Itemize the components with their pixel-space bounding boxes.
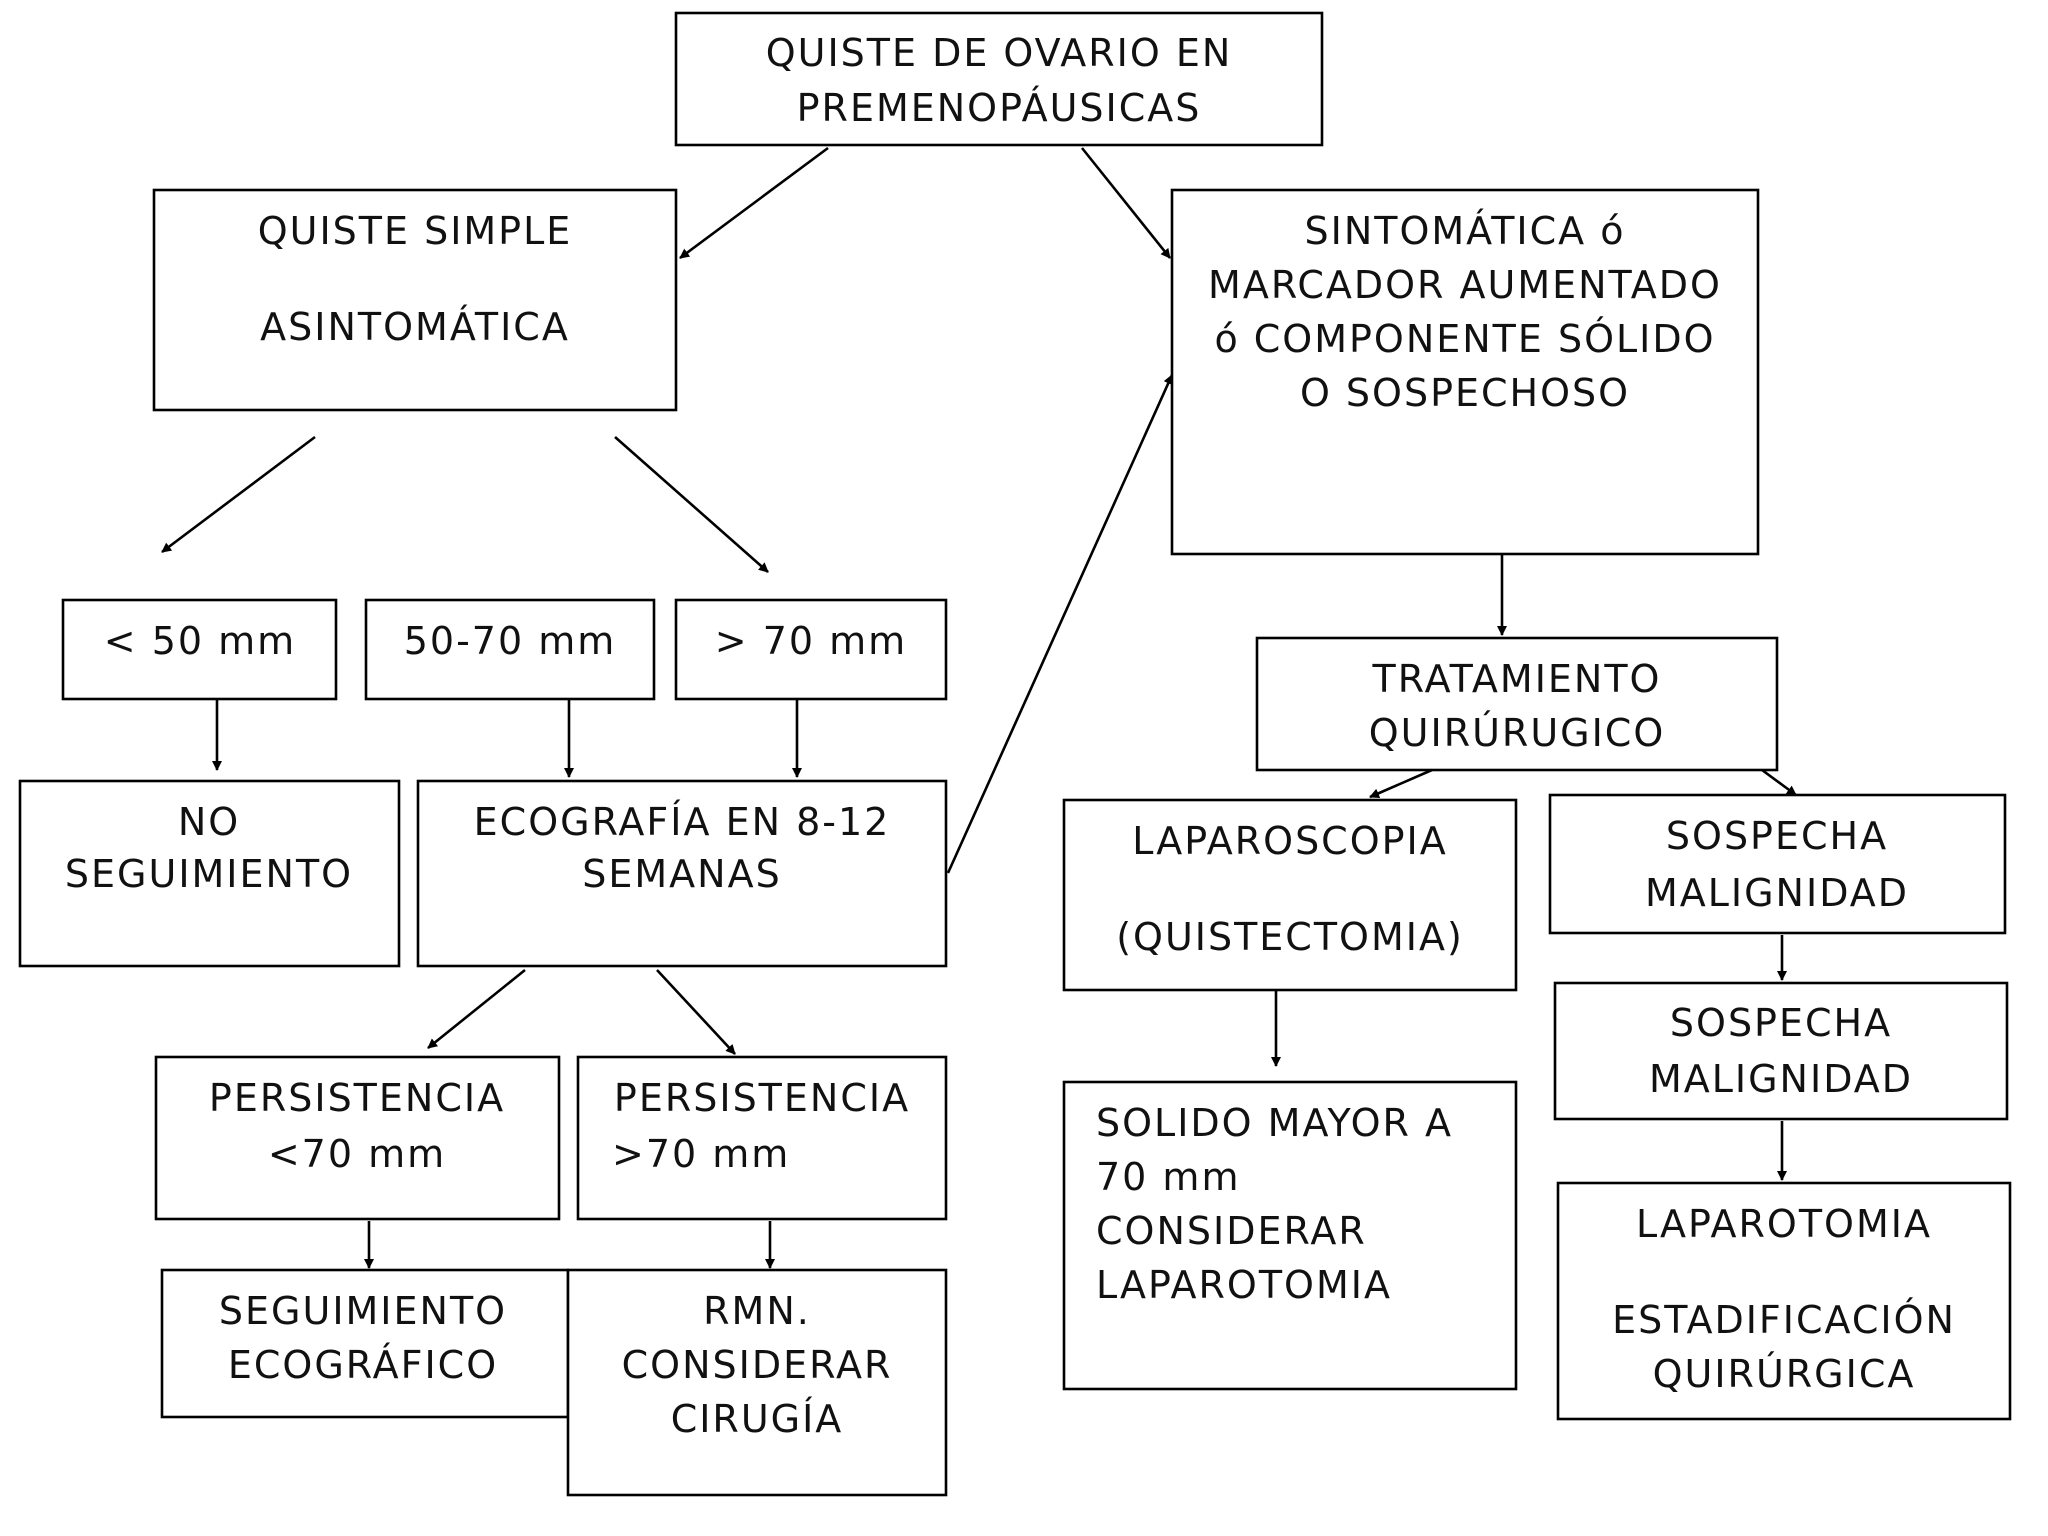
edge-ecografia-to-pers-gt70 xyxy=(656,969,736,1055)
edge-root-to-sintomatica xyxy=(1080,147,1172,259)
edge-ecografia-to-sintomatica xyxy=(946,374,1174,874)
sintomatica-line-4: O SOSPECHOSO xyxy=(1300,371,1630,415)
r5070-label: 50-70 mm xyxy=(404,619,617,663)
edge-simple-to-lt50 xyxy=(161,435,316,554)
rmn-line-2: CONSIDERAR xyxy=(622,1343,893,1387)
node-laparotomia: LAPAROTOMIA ESTADIFICACIÓN QUIRÚRGICA xyxy=(1556,1181,2012,1421)
node-lt50: < 50 mm xyxy=(61,598,338,701)
laparotomia-line-3: QUIRÚRGICA xyxy=(1653,1352,1916,1396)
edge-tratamiento-to-laparoscopia xyxy=(1369,768,1433,799)
no-seguimiento-line-2: SEGUIMIENTO xyxy=(65,852,353,896)
gt70-label: > 70 mm xyxy=(715,619,907,663)
node-sospecha-2: SOSPECHA MALIGNIDAD xyxy=(1553,981,2009,1121)
no-seguimiento-line-1: NO xyxy=(178,800,240,844)
edge-tratamiento-to-sospecha xyxy=(1761,768,1797,797)
node-solido: SOLIDO MAYOR A 70 mm CONSIDERAR LAPAROTO… xyxy=(1062,1080,1518,1391)
pers-lt70-line-1: PERSISTENCIA xyxy=(209,1076,505,1120)
rmn-line-3: CIRUGÍA xyxy=(671,1397,844,1441)
node-50-70: 50-70 mm xyxy=(364,598,656,701)
simple-line-1: QUISTE SIMPLE xyxy=(258,209,573,253)
ecografia-line-2: SEMANAS xyxy=(582,852,781,896)
node-persistencia-gt70: PERSISTENCIA >70 mm xyxy=(576,1055,948,1221)
sintomatica-line-3: ó COMPONENTE SÓLIDO xyxy=(1214,317,1715,361)
node-root: QUISTE DE OVARIO EN PREMENOPÁUSICAS xyxy=(674,11,1324,147)
laparotomia-line-2: ESTADIFICACIÓN xyxy=(1612,1298,1956,1342)
rmn-line-1: RMN. xyxy=(703,1289,811,1333)
laparoscopia-line-2: (QUISTECTOMIA) xyxy=(1116,915,1464,959)
node-seguimiento-ecografico: SEGUIMIENTO ECOGRÁFICO xyxy=(160,1268,570,1419)
pers-lt70-line-2: <70 mm xyxy=(268,1132,446,1176)
sospecha1-line-1: SOSPECHA xyxy=(1666,814,1888,858)
seg-eco-line-1: SEGUIMIENTO xyxy=(219,1289,507,1333)
node-ecografia: ECOGRAFÍA EN 8-12 SEMANAS xyxy=(416,779,948,968)
edge-root-to-simple xyxy=(679,146,829,260)
root-line-1: QUISTE DE OVARIO EN xyxy=(766,31,1233,75)
sintomatica-line-1: SINTOMÁTICA ó xyxy=(1305,209,1626,253)
solido-line-3: CONSIDERAR xyxy=(1096,1209,1367,1253)
node-rmn: RMN. CONSIDERAR CIRUGÍA xyxy=(566,1268,948,1497)
pers-gt70-line-1: PERSISTENCIA xyxy=(614,1076,910,1120)
node-sintomatica: SINTOMÁTICA ó MARCADOR AUMENTADO ó COMPO… xyxy=(1170,188,1760,556)
tratamiento-line-2: QUIRÚRUGICO xyxy=(1369,711,1665,755)
node-gt70: > 70 mm xyxy=(674,598,948,701)
laparotomia-line-1: LAPAROTOMIA xyxy=(1636,1202,1932,1246)
edge-ecografia-to-pers-lt70 xyxy=(427,968,526,1050)
sintomatica-line-2: MARCADOR AUMENTADO xyxy=(1208,263,1722,307)
simple-line-2: ASINTOMÁTICA xyxy=(260,305,570,349)
ecografia-line-1: ECOGRAFÍA EN 8-12 xyxy=(474,800,891,844)
node-no-seguimiento: NO SEGUIMIENTO xyxy=(18,779,401,968)
sospecha2-line-1: SOSPECHA xyxy=(1670,1001,1892,1045)
node-laparoscopia: LAPAROSCOPIA (QUISTECTOMIA) xyxy=(1062,798,1518,992)
root-line-2: PREMENOPÁUSICAS xyxy=(797,86,1202,130)
sospecha2-line-2: MALIGNIDAD xyxy=(1649,1057,1913,1101)
laparoscopia-line-1: LAPAROSCOPIA xyxy=(1132,819,1448,863)
solido-line-2: 70 mm xyxy=(1096,1155,1240,1199)
solido-line-1: SOLIDO MAYOR A xyxy=(1096,1101,1453,1145)
solido-line-4: LAPAROTOMIA xyxy=(1096,1263,1392,1307)
edge-simple-to-gt70 xyxy=(614,436,769,573)
seg-eco-line-2: ECOGRÁFICO xyxy=(228,1343,498,1387)
node-sospecha-1: SOSPECHA MALIGNIDAD xyxy=(1548,793,2007,935)
node-tratamiento: TRATAMIENTO QUIRÚRUGICO xyxy=(1255,636,1779,772)
node-quiste-simple: QUISTE SIMPLE ASINTOMÁTICA xyxy=(152,188,678,412)
pers-gt70-line-2: >70 mm xyxy=(612,1132,790,1176)
tratamiento-line-1: TRATAMIENTO xyxy=(1372,657,1662,701)
sospecha1-line-2: MALIGNIDAD xyxy=(1645,871,1909,915)
lt50-label: < 50 mm xyxy=(104,619,296,663)
node-persistencia-lt70: PERSISTENCIA <70 mm xyxy=(154,1055,561,1221)
